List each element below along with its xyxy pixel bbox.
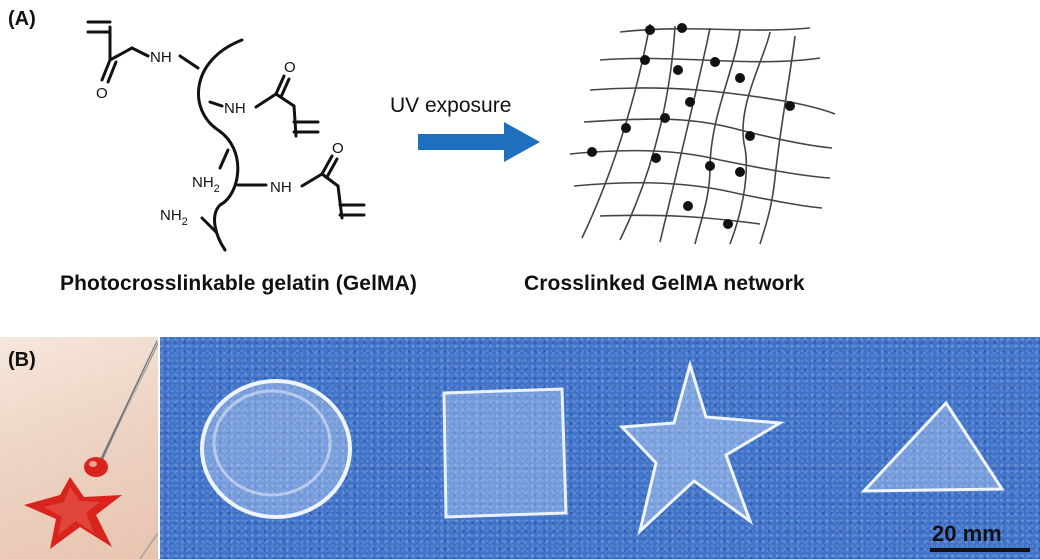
gel-shapes-photo <box>160 337 1040 559</box>
crosslink-node <box>621 123 631 133</box>
network-caption: Crosslinked GelMA network <box>524 272 805 295</box>
gelma-caption: Photocrosslinkable gelatin (GelMA) <box>60 272 417 295</box>
crosslink-node <box>685 97 695 107</box>
triangle-gel <box>860 400 1005 493</box>
panel-b-photos: (B) 20 mm <box>0 337 1040 559</box>
crosslink-node <box>651 153 661 163</box>
crosslinked-network-diagram <box>569 23 836 245</box>
crosslink-node <box>660 113 670 123</box>
oxygen-label-1: O <box>96 85 108 102</box>
panel-b-label: (B) <box>8 349 36 371</box>
red-gel-photo <box>0 337 158 559</box>
scale-bar <box>930 548 1030 552</box>
amine-label-1: NH2 <box>192 174 220 195</box>
crosslink-node <box>710 57 720 67</box>
crosslink-node <box>645 25 655 35</box>
crosslink-node <box>735 73 745 83</box>
nh-label-3: NH <box>270 179 292 196</box>
crosslink-node <box>785 101 795 111</box>
gel-shapes <box>200 359 1005 536</box>
crosslink-node <box>735 167 745 177</box>
circle-gel <box>200 379 352 519</box>
oxygen-label-2: O <box>284 59 296 76</box>
panel-a-label: (A) <box>8 8 36 30</box>
arrow-right-icon <box>418 122 540 162</box>
crosslink-node <box>587 147 597 157</box>
crosslink-node <box>705 161 715 171</box>
amine-label-2: NH2 <box>160 207 188 228</box>
red-star-gel-image <box>24 340 158 559</box>
crosslink-node <box>683 201 693 211</box>
crosslink-node <box>677 23 687 33</box>
crosslink-node <box>723 219 733 229</box>
uv-exposure-label: UV exposure <box>390 94 512 117</box>
scale-bar-label: 20 mm <box>932 521 1002 546</box>
crosslink-node <box>673 65 683 75</box>
gelma-structure: O NH NH O NH2 NH O NH2 <box>86 20 366 252</box>
star-gel <box>618 359 785 536</box>
square-gel <box>442 387 568 519</box>
nh-label-2: NH <box>224 100 246 117</box>
crosslink-node <box>640 55 650 65</box>
crosslink-node <box>745 131 755 141</box>
oxygen-label-3: O <box>332 140 344 157</box>
nh-label-1: NH <box>150 49 172 66</box>
